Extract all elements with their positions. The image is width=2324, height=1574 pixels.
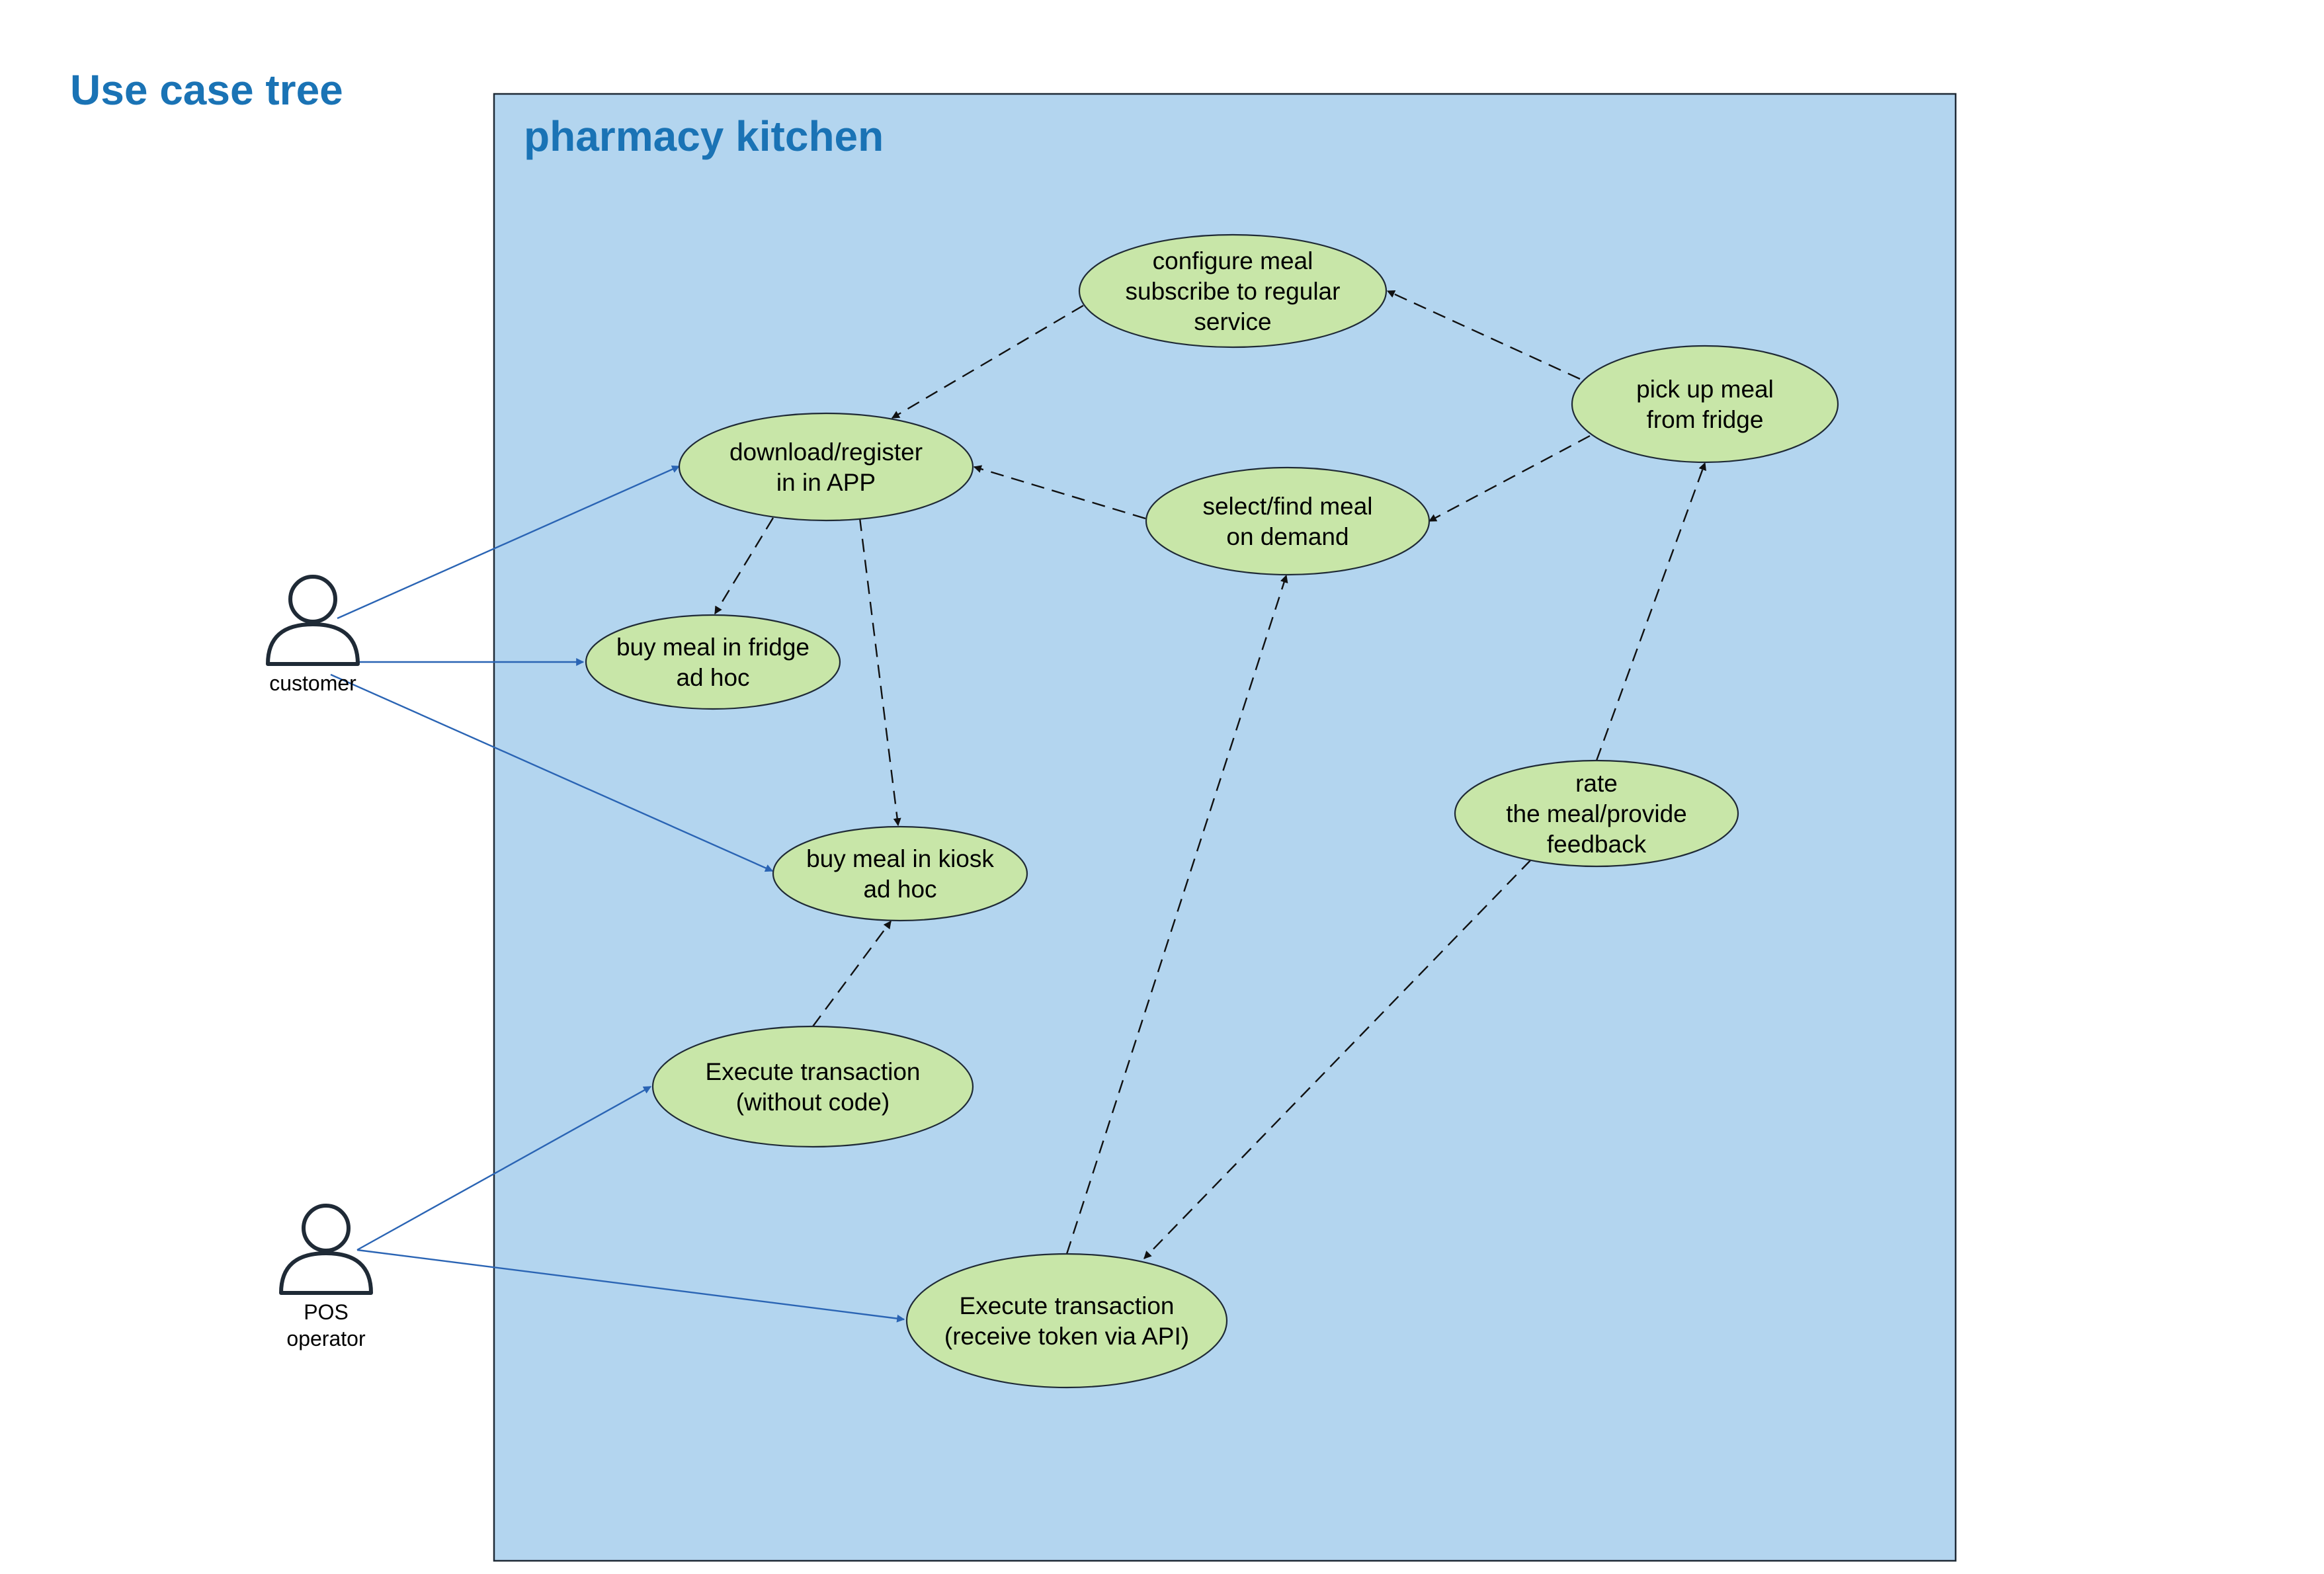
use-case-label: buy meal in fridge	[616, 634, 809, 661]
actor-customer: customer	[266, 575, 360, 695]
use-case-label: ad hoc	[676, 664, 749, 691]
use-case-ellipse	[651, 1025, 974, 1148]
association-pos-exec2	[356, 1249, 905, 1323]
use-case-label: pick up meal	[1636, 376, 1774, 403]
use-case-configure[interactable]: configure meal subscribe to regular servic…	[1078, 233, 1388, 349]
use-case-label: Execute transaction	[960, 1292, 1175, 1319]
use-cases: configure meal subscribe to regular servic…	[585, 233, 1839, 1389]
use-case-label: buy meal in kiosk	[806, 845, 994, 872]
use-case-label: in in APP	[776, 469, 876, 496]
use-case-label: download/register	[729, 438, 923, 466]
use-case-download[interactable]: download/register in in APP	[678, 412, 974, 522]
association-customer-kiosk	[330, 673, 774, 872]
use-case-label: from fridge	[1647, 406, 1764, 433]
use-case-exec2[interactable]: Execute transaction (receive token via AP…	[905, 1253, 1228, 1389]
dependency-exec1-kiosk	[812, 921, 892, 1027]
use-case-rate[interactable]: rate the meal/provide feedback	[1454, 759, 1739, 868]
use-case-label: feedback	[1547, 831, 1647, 858]
use-case-ellipse	[1571, 345, 1839, 464]
use-case-label: the meal/provide	[1506, 800, 1687, 827]
actor-label: POS	[304, 1300, 349, 1324]
dependency-download-fridge	[714, 517, 774, 615]
dependency-exec2-select	[1065, 574, 1288, 1255]
association-customer-download	[337, 465, 681, 620]
use-case-label: configure meal	[1153, 247, 1313, 274]
use-case-fridge[interactable]: buy meal in fridge ad hoc	[585, 614, 841, 710]
dependency-configure-download	[891, 304, 1084, 419]
use-case-ellipse	[678, 412, 974, 522]
association-pos-exec1	[356, 1085, 652, 1251]
person-icon	[266, 575, 360, 666]
use-case-ellipse	[1454, 759, 1739, 868]
dependency-download-kiosk	[858, 517, 901, 827]
use-case-ellipse	[772, 825, 1028, 922]
use-case-label: rate	[1575, 770, 1618, 797]
person-icon	[279, 1204, 373, 1295]
actor-pos: POS operator	[279, 1204, 373, 1350]
use-case-label: Execute transaction	[706, 1058, 921, 1085]
use-case-exec1[interactable]: Execute transaction (without code)	[651, 1025, 974, 1148]
use-case-ellipse	[585, 614, 841, 710]
use-case-kiosk[interactable]: buy meal in kiosk ad hoc	[772, 825, 1028, 922]
use-case-label: (receive token via API)	[944, 1323, 1189, 1350]
actor-label: operator	[286, 1327, 366, 1350]
use-case-label: service	[1194, 308, 1271, 335]
dependency-rate-exec2	[1143, 859, 1532, 1259]
use-case-label: on demand	[1226, 523, 1349, 550]
use-case-label: select/find meal	[1202, 493, 1372, 520]
use-case-label: ad hoc	[863, 876, 936, 903]
system-title: pharmacy kitchen	[524, 112, 884, 160]
dependency-pickup-select	[1428, 435, 1591, 522]
dependency-pickup-configure	[1386, 290, 1581, 380]
use-case-label: (without code)	[736, 1089, 890, 1116]
edges	[330, 290, 1706, 1323]
page-title: Use case tree	[70, 66, 343, 114]
use-case-label: subscribe to regular	[1126, 278, 1341, 305]
dependency-rate-pickup	[1595, 462, 1706, 761]
use-case-ellipse	[905, 1253, 1228, 1389]
use-case-select[interactable]: select/find meal on demand	[1145, 466, 1431, 576]
actor-label: customer	[269, 671, 356, 695]
use-case-ellipse	[1145, 466, 1431, 576]
use-case-pickup[interactable]: pick up meal from fridge	[1571, 345, 1839, 464]
dependency-select-download	[973, 465, 1146, 520]
use-case-ellipse	[1078, 233, 1388, 349]
